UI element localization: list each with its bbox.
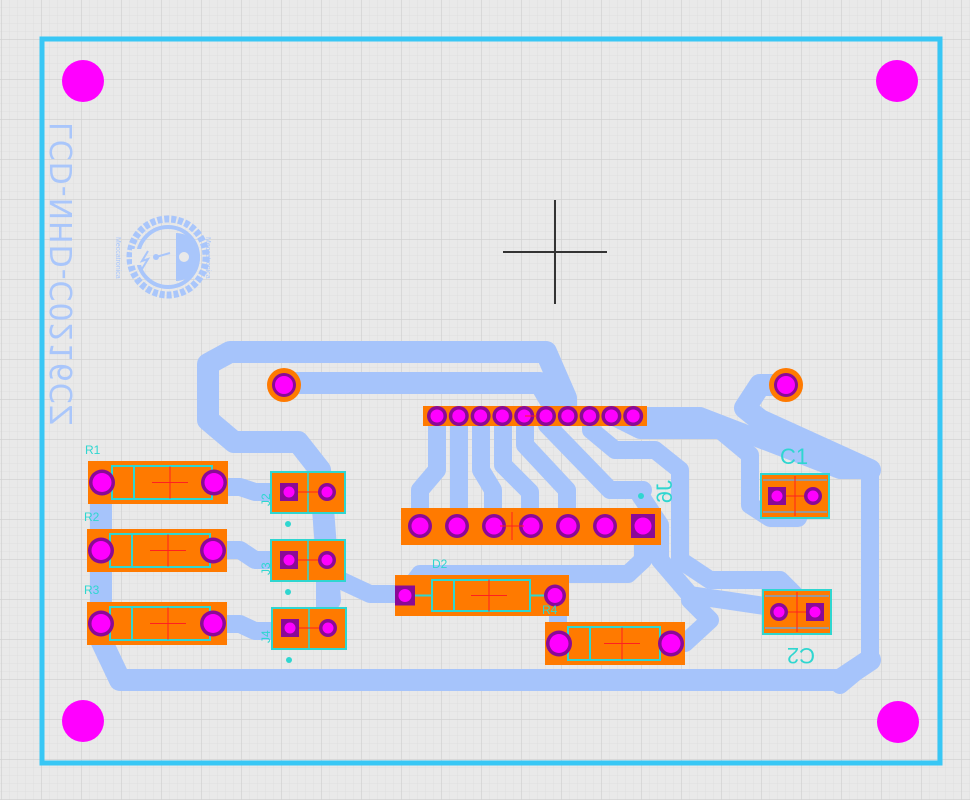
- drill-hole: [495, 409, 509, 423]
- drill-hole: [284, 622, 296, 634]
- j3-pin1-marker: [285, 589, 291, 595]
- pad-top-left[interactable]: [267, 368, 301, 402]
- pad-top-right[interactable]: [769, 368, 803, 402]
- drill-hole: [626, 409, 640, 423]
- drill-hole: [398, 589, 412, 602]
- r1-footprint[interactable]: [88, 461, 228, 504]
- drill-hole: [559, 517, 577, 535]
- drill-hole: [561, 409, 575, 423]
- c2-footprint[interactable]: [762, 589, 832, 635]
- j3-label: J3: [259, 562, 273, 575]
- j2-pin1-marker: [285, 521, 291, 527]
- mounting-hole-top-right[interactable]: [876, 60, 918, 102]
- trace[interactable]: [676, 591, 719, 652]
- trace[interactable]: [274, 372, 567, 421]
- r4-footprint[interactable]: [545, 622, 685, 665]
- trace[interactable]: [197, 341, 577, 611]
- drill-hole: [773, 606, 785, 618]
- r3-footprint[interactable]: [87, 602, 227, 645]
- mounting-hole-top-left[interactable]: [62, 60, 104, 102]
- crosshair-cursor-icon: [503, 200, 607, 304]
- drill-hole: [485, 517, 503, 535]
- r3-label: R3: [84, 583, 100, 597]
- trace[interactable]: [90, 477, 881, 691]
- lcd-connector[interactable]: [423, 406, 647, 426]
- drill-hole: [430, 409, 444, 423]
- trace[interactable]: [734, 374, 881, 481]
- drill-hole: [583, 409, 597, 423]
- drill-hole: [91, 614, 111, 633]
- drill-hole: [411, 517, 429, 535]
- svg-text:Meccatronica: Meccatronica: [114, 237, 121, 279]
- trace[interactable]: [411, 407, 446, 534]
- trace[interactable]: [582, 407, 809, 609]
- drill-hole: [474, 409, 488, 423]
- trace[interactable]: [516, 407, 576, 534]
- r2-label: R2: [84, 510, 100, 524]
- j2-label: J2: [259, 493, 273, 506]
- gear-logo-icon: Meccatronica Meccatronica: [114, 215, 211, 299]
- j4-footprint[interactable]: [271, 607, 347, 663]
- drill-hole: [91, 541, 111, 560]
- c1-footprint[interactable]: [760, 473, 830, 519]
- drill-hole: [203, 541, 223, 560]
- drill-hole: [661, 634, 681, 653]
- drill-hole: [92, 473, 112, 492]
- svg-text:Meccatronica: Meccatronica: [204, 237, 211, 279]
- drill-hole: [634, 517, 652, 535]
- drill-hole: [204, 473, 224, 492]
- j6-label: J6: [652, 480, 677, 503]
- d2-label: D2: [432, 557, 448, 571]
- drill-hole: [322, 622, 334, 634]
- r4-label: R4: [542, 603, 558, 617]
- drill-hole: [283, 554, 295, 566]
- drill-hole: [807, 490, 819, 502]
- c1-label: C1: [780, 444, 808, 469]
- drill-hole: [517, 409, 531, 423]
- c2-label: C2: [787, 643, 815, 668]
- drill-hole: [452, 409, 466, 423]
- drill-hole: [321, 486, 333, 498]
- mounting-hole-bottom-right[interactable]: [877, 701, 919, 743]
- j4-label: J4: [259, 630, 273, 643]
- board-outline[interactable]: [39, 36, 943, 766]
- drill-hole: [539, 409, 553, 423]
- j6-header[interactable]: [401, 508, 661, 545]
- j3-footprint[interactable]: [270, 539, 346, 595]
- trace[interactable]: [472, 407, 502, 534]
- drill-hole: [547, 588, 563, 603]
- traces: [90, 341, 881, 694]
- drill-hole: [203, 614, 223, 633]
- drill-hole: [596, 517, 614, 535]
- mounting-hole-bottom-left[interactable]: [62, 700, 104, 742]
- drill-hole: [771, 490, 783, 502]
- drill-hole: [283, 486, 295, 498]
- d2-footprint[interactable]: [395, 575, 569, 616]
- j2-footprint[interactable]: [270, 471, 346, 527]
- drill-hole: [522, 517, 540, 535]
- drill-hole: [448, 517, 466, 535]
- drill-hole: [809, 606, 821, 618]
- r2-footprint[interactable]: [87, 529, 227, 572]
- drill-hole: [604, 409, 618, 423]
- board-title-silkscreen: LCD-NHD-C0216CZ: [45, 122, 80, 426]
- j6-pin1-marker: [638, 493, 644, 499]
- drill-hole: [321, 554, 333, 566]
- r1-label: R1: [85, 443, 101, 457]
- j4-pin1-marker: [286, 657, 292, 663]
- drill-hole: [549, 634, 569, 653]
- svg-text:LCD-NHD-C0216CZ: LCD-NHD-C0216CZ: [45, 122, 80, 426]
